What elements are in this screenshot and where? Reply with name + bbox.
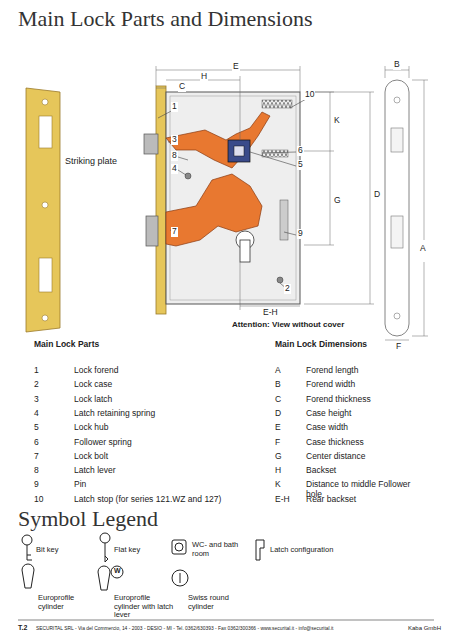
part-name: Follower spring: [74, 438, 132, 448]
dimension-letter: H: [275, 466, 281, 476]
list-heading: Main Lock Parts: [34, 340, 99, 350]
forend-side-view: [385, 80, 409, 336]
legend-text: WC- and bath room: [192, 541, 244, 558]
callout-number: 7: [171, 227, 178, 237]
dimension-name: Case height: [306, 409, 351, 419]
callout-number: 8: [171, 151, 178, 161]
part-number: 9: [34, 480, 39, 490]
footer-text: SECURITAL SRL - Via del Commercio, 14 - …: [36, 626, 333, 632]
part-name: Latch stop (for series 121.WZ and 127): [74, 495, 234, 505]
dimension-name: Backset: [306, 466, 336, 476]
part-number: 2: [34, 380, 39, 390]
dimension-name: Forend width: [306, 380, 355, 390]
part-label: Striking plate: [64, 156, 118, 166]
part-number: 1: [34, 366, 39, 376]
dimension-name: Rear backset: [306, 495, 356, 505]
dimension-lines: [156, 66, 428, 340]
callout-number: 6: [297, 146, 304, 156]
dimension-letter: G: [333, 196, 342, 206]
legend-text: Flat key: [114, 546, 140, 555]
part-name: Lock hub: [74, 423, 109, 433]
part-name: Lock bolt: [74, 452, 108, 462]
dimension-letter: A: [275, 366, 281, 376]
dimension-letter: E: [232, 62, 240, 72]
legend-text: Latch configuration: [270, 546, 333, 555]
footer-rule: [18, 620, 434, 621]
legend-text: Bit key: [36, 546, 59, 555]
callout-number: 4: [171, 164, 178, 174]
page-number: T.2: [18, 624, 27, 632]
dimension-letter: H: [200, 72, 208, 82]
dimension-letter: B: [393, 60, 401, 70]
callout-number: 1: [171, 102, 178, 112]
legend-text: Europrofile cylinder with latch lever: [114, 594, 178, 620]
dimension-letter: E: [275, 423, 281, 433]
dimension-letter: A: [419, 244, 427, 254]
part-number: 10: [34, 495, 43, 505]
callout-number: 5: [297, 160, 304, 170]
dimension-name: Case thickness: [306, 438, 364, 448]
footer-brand: Kaba GmbH: [408, 625, 441, 632]
dimension-name: Forend length: [306, 366, 358, 376]
part-name: Pin: [74, 480, 86, 490]
legend-icons: [22, 533, 264, 590]
section-title: Symbol Legend: [18, 506, 158, 531]
part-name: Lock latch: [74, 395, 112, 405]
dimension-name: Forend thickness: [306, 395, 371, 405]
part-number: 5: [34, 423, 39, 433]
dimension-letter: C: [178, 82, 186, 92]
dimension-letter: E-H: [275, 495, 290, 505]
dimension-letter: G: [275, 452, 282, 462]
part-number: 4: [34, 409, 39, 419]
dimension-letter: F: [395, 342, 402, 352]
part-number: 7: [34, 452, 39, 462]
callout-number: 3: [171, 135, 178, 145]
dimension-letter: B: [275, 380, 281, 390]
icon-letter: W: [114, 567, 121, 575]
part-name: Lock forend: [74, 366, 118, 376]
dimension-letter: F: [275, 438, 280, 448]
dimension-letter: K: [275, 480, 281, 490]
lock-body: [144, 86, 300, 314]
dimension-name: Case width: [306, 423, 348, 433]
note: Attention: View without cover: [232, 320, 344, 329]
callout-number: 10: [304, 90, 315, 100]
list-heading: Main Lock Dimensions: [275, 340, 367, 350]
legend-text: Europrofile cylinder: [38, 594, 88, 611]
dimension-letter: D: [275, 409, 281, 419]
legend-text: Swiss round cylinder: [188, 594, 236, 611]
page-title: Main Lock Parts and Dimensions: [18, 6, 313, 31]
part-name: Latch lever: [74, 466, 116, 476]
part-number: 3: [34, 395, 39, 405]
dimension-letter: E-H: [262, 308, 279, 318]
callout-number: 9: [297, 229, 304, 239]
callout-number: 2: [284, 284, 291, 294]
part-name: Lock case: [74, 380, 112, 390]
dimension-letter: C: [275, 395, 281, 405]
dimension-letter: K: [333, 116, 341, 126]
part-number: 8: [34, 466, 39, 476]
leader-lines: [158, 98, 308, 290]
part-number: 6: [34, 438, 39, 448]
striking-plate: [26, 88, 60, 332]
dimension-name: Center distance: [306, 452, 366, 462]
dimension-letter: D: [373, 190, 381, 200]
part-name: Latch retaining spring: [74, 409, 155, 419]
